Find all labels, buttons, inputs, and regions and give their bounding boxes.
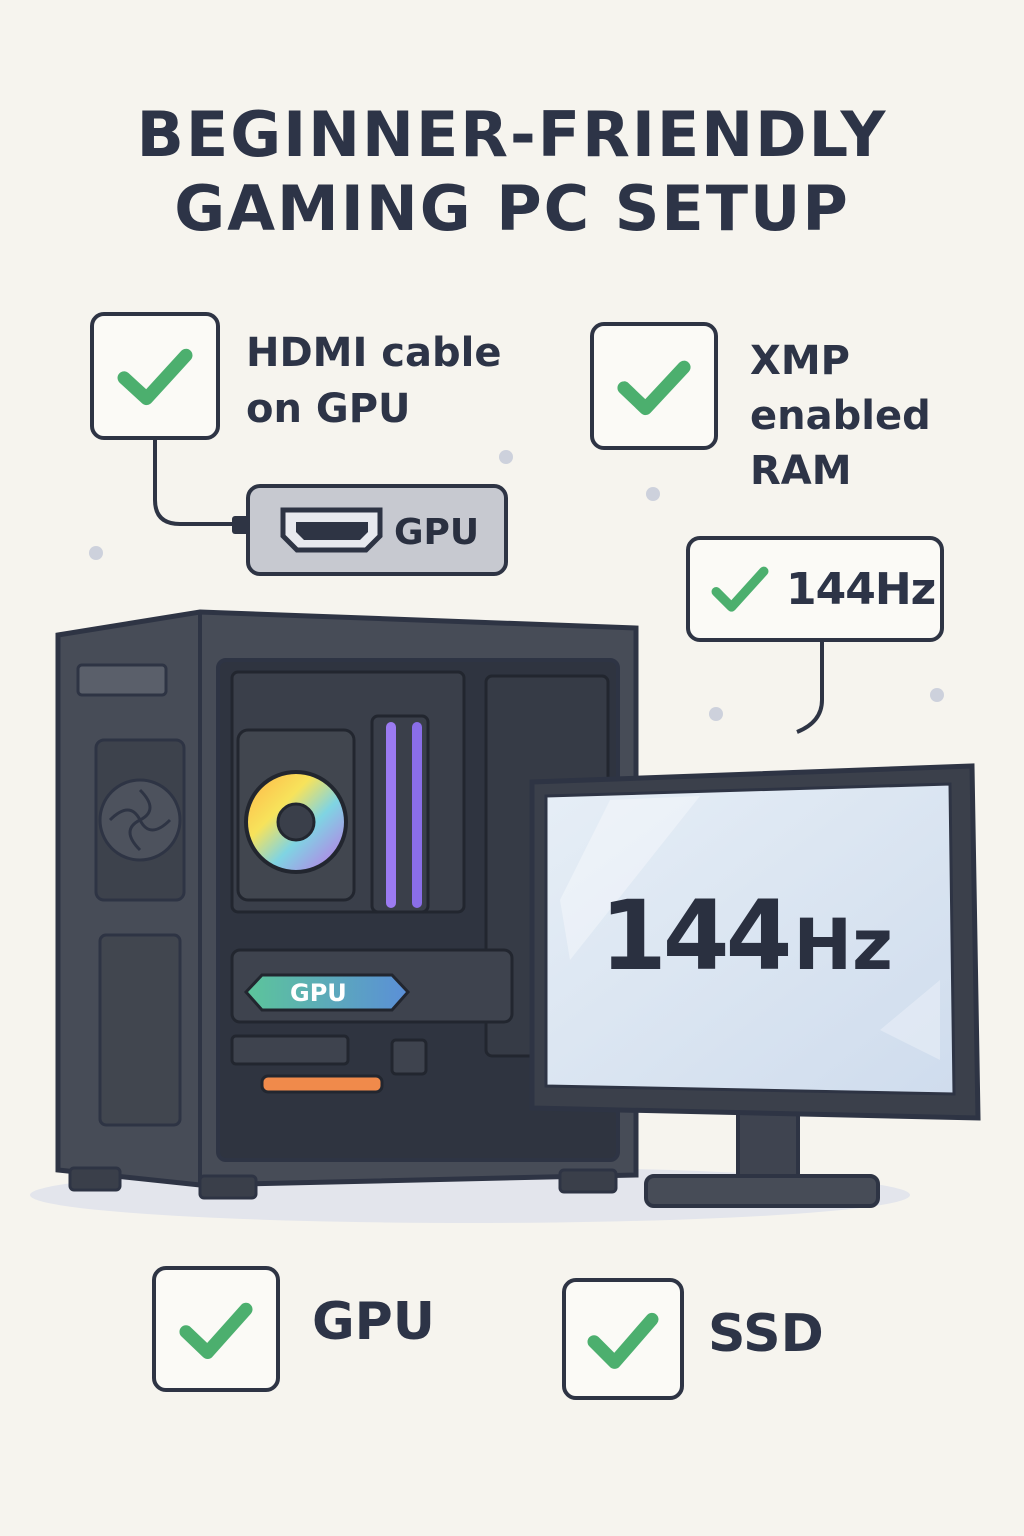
monitor-refresh-readout: 144 Hz	[600, 880, 893, 992]
gpu-label: GPU	[312, 1292, 436, 1352]
checkmark-icon	[587, 1312, 659, 1369]
ssd-checkbox[interactable]	[562, 1278, 684, 1400]
refresh-rate-tag[interactable]: 144Hz	[686, 536, 944, 642]
pc-case	[55, 609, 639, 1200]
xmp-checkbox[interactable]	[590, 322, 718, 450]
decor-dot	[499, 450, 513, 464]
decor-dot	[709, 707, 723, 721]
decor-dot	[89, 546, 103, 560]
gpu-port-label: GPU	[394, 512, 480, 553]
checkmark-icon	[117, 348, 193, 406]
xmp-label-line-1: XMP	[750, 338, 850, 384]
ram-stick-2	[412, 722, 422, 908]
cable-plug	[232, 516, 250, 534]
gpu-card-badge	[243, 973, 411, 1012]
title-line-1: BEGINNER-FRIENDLY	[136, 98, 888, 171]
xmp-label: XMP enabled RAM	[750, 334, 931, 499]
decor-dot	[646, 487, 660, 501]
xmp-label-line-2: enabled	[750, 393, 931, 439]
ssd-drive	[260, 1074, 384, 1094]
hdmi-checkbox[interactable]	[90, 312, 220, 440]
monitor	[529, 763, 981, 1208]
refresh-rate-label: 144Hz	[786, 564, 936, 615]
monitor-refresh-value: 144	[600, 880, 792, 992]
xmp-label-line-3: RAM	[750, 448, 852, 494]
hdmi-label-line-2: on GPU	[246, 386, 411, 432]
hdmi-cable-line	[153, 440, 240, 526]
monitor-screen	[544, 782, 956, 1096]
gpu-checkbox[interactable]	[152, 1266, 280, 1392]
title-line-2: GAMING PC SETUP	[174, 172, 850, 245]
page-title: BEGINNER-FRIENDLY GAMING PC SETUP	[0, 98, 1024, 246]
checkmark-icon	[617, 360, 691, 416]
hdmi-label: HDMI cable on GPU	[246, 325, 501, 437]
gpu-card-label: GPU	[290, 979, 347, 1007]
checkmark-icon	[711, 566, 769, 612]
refresh-connector-line	[796, 642, 824, 734]
ram-stick-1	[386, 722, 396, 908]
checkmark-icon	[179, 1302, 253, 1359]
ssd-label: SSD	[708, 1304, 824, 1364]
hdmi-label-line-1: HDMI cable	[246, 330, 502, 376]
decor-dot	[930, 688, 944, 702]
monitor-refresh-unit: Hz	[793, 904, 893, 986]
